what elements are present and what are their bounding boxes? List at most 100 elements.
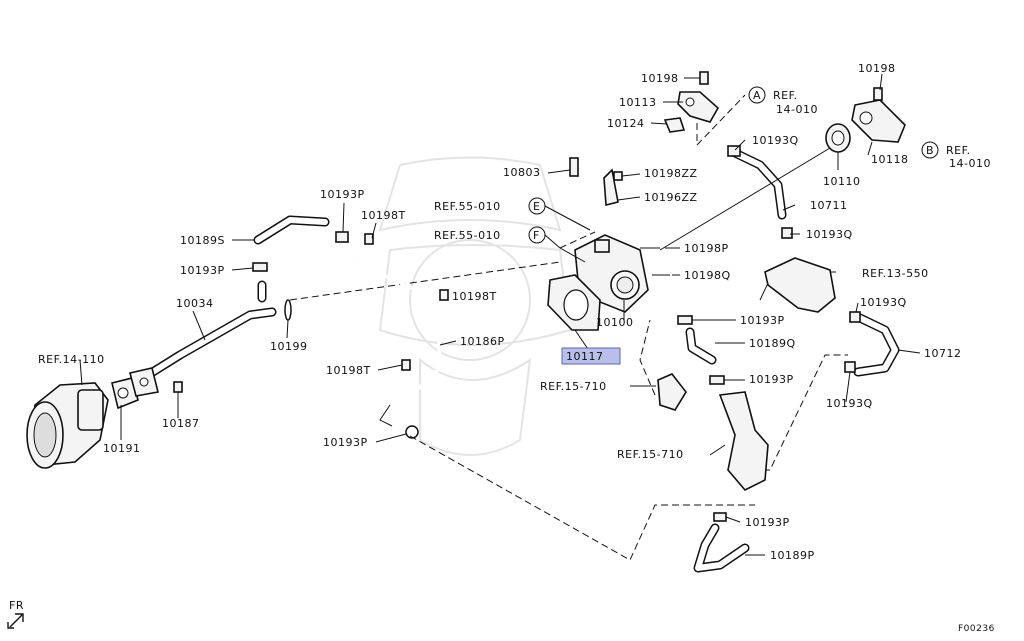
bolt-10187[interactable] bbox=[173, 381, 183, 393]
hose-10189p[interactable] bbox=[693, 523, 750, 573]
bracket-10196zz[interactable] bbox=[603, 168, 619, 207]
clamp-10193p-b[interactable] bbox=[252, 262, 268, 272]
watermark-emblem bbox=[378, 156, 572, 456]
housing-10118[interactable] bbox=[851, 99, 906, 143]
pipe-10186p[interactable] bbox=[354, 260, 442, 427]
bolt-10198-b[interactable] bbox=[873, 87, 883, 101]
reference-labels: REF. 14-010 REF. 14-010 REF.55-010 REF.5… bbox=[38, 89, 991, 461]
ref-label-b-sub[interactable]: 14-010 bbox=[949, 157, 991, 170]
label-10193q-a[interactable]: 10193Q bbox=[752, 134, 799, 147]
ref-label-15-710-a[interactable]: REF.15-710 bbox=[540, 380, 607, 393]
clamp-10193q-d[interactable] bbox=[844, 361, 856, 373]
ref-label-a[interactable]: REF. bbox=[773, 89, 798, 102]
water-outlet-10113[interactable] bbox=[677, 91, 720, 123]
part-labels: 10198 10113 10124 10193Q 10198 10118 101… bbox=[103, 62, 962, 562]
label-10198zz[interactable]: 10198ZZ bbox=[644, 167, 698, 180]
clamp-10193q-b[interactable] bbox=[781, 227, 793, 239]
label-10193p-c[interactable]: 10193P bbox=[740, 314, 785, 327]
gasket-10117[interactable] bbox=[547, 274, 601, 331]
label-10199[interactable]: 10199 bbox=[270, 340, 308, 353]
part-ref-15-710-a[interactable] bbox=[657, 373, 687, 411]
highlight-box-10117[interactable] bbox=[561, 347, 621, 365]
label-10117[interactable]: 10117 bbox=[566, 350, 604, 363]
label-10034[interactable]: 10034 bbox=[176, 297, 214, 310]
bolt-10198-a[interactable] bbox=[699, 71, 709, 85]
label-10193q-b[interactable]: 10193Q bbox=[806, 228, 853, 241]
part-ref-15-710-b[interactable] bbox=[718, 391, 769, 491]
thermostat-10110[interactable] bbox=[825, 123, 851, 153]
water-pump-assembly[interactable] bbox=[26, 377, 139, 469]
ref-label-14-110[interactable]: REF.14-110 bbox=[38, 353, 105, 366]
ref-label-a-sub[interactable]: 14-010 bbox=[776, 103, 818, 116]
svg-text:E: E bbox=[533, 200, 540, 213]
gasket-10124[interactable] bbox=[663, 117, 686, 133]
ref-label-55-010-f[interactable]: REF.55-010 bbox=[434, 229, 501, 242]
label-10193p-e[interactable]: 10193P bbox=[323, 436, 368, 449]
pipe-10034[interactable] bbox=[129, 280, 277, 397]
bolt-10198t-b[interactable] bbox=[439, 289, 449, 301]
clamp-10193q-c[interactable] bbox=[849, 311, 861, 323]
part-ref-13-550[interactable] bbox=[764, 257, 836, 313]
label-10110[interactable]: 10110 bbox=[823, 175, 861, 188]
label-10198-b[interactable]: 10198 bbox=[858, 62, 896, 75]
leader-f bbox=[544, 234, 561, 249]
diagram-code: F00236 bbox=[958, 624, 995, 634]
label-10711[interactable]: 10711 bbox=[810, 199, 848, 212]
label-10193p-f[interactable]: 10193P bbox=[745, 516, 790, 529]
dashed-leaders bbox=[289, 94, 848, 561]
label-10100[interactable]: 10100 bbox=[596, 316, 634, 329]
hose-10189s[interactable] bbox=[253, 215, 330, 245]
front-marker: FR bbox=[7, 599, 24, 629]
label-10198p[interactable]: 10198P bbox=[684, 242, 729, 255]
hose-10711[interactable] bbox=[728, 147, 787, 220]
hose-10189q[interactable] bbox=[685, 327, 717, 365]
label-10191[interactable]: 10191 bbox=[103, 442, 141, 455]
clamp-10193p-d[interactable] bbox=[709, 375, 725, 385]
label-10193q-d[interactable]: 10193Q bbox=[826, 397, 873, 410]
label-10193p-d[interactable]: 10193P bbox=[749, 373, 794, 386]
label-10193p-b[interactable]: 10193P bbox=[180, 264, 225, 277]
label-10193p-a[interactable]: 10193P bbox=[320, 188, 365, 201]
clamp-10193p-f[interactable] bbox=[713, 512, 727, 522]
ref-label-55-010-e[interactable]: REF.55-010 bbox=[434, 200, 501, 213]
ref-label-13-550[interactable]: REF.13-550 bbox=[862, 267, 929, 280]
label-10198q[interactable]: 10198Q bbox=[684, 269, 731, 282]
label-10118[interactable]: 10118 bbox=[871, 153, 909, 166]
leader-e bbox=[544, 205, 591, 231]
label-10186p[interactable]: 10186P bbox=[460, 335, 505, 348]
label-10196zz[interactable]: 10196ZZ bbox=[644, 191, 698, 204]
label-10198t-a[interactable]: 10198T bbox=[361, 209, 406, 222]
link-line bbox=[659, 144, 836, 251]
svg-text:F: F bbox=[533, 229, 540, 242]
label-10124[interactable]: 10124 bbox=[607, 117, 645, 130]
ref-label-b[interactable]: REF. bbox=[946, 144, 971, 157]
label-10193q-c[interactable]: 10193Q bbox=[860, 296, 907, 309]
label-10198-a[interactable]: 10198 bbox=[641, 72, 679, 85]
sensor-10803[interactable] bbox=[569, 157, 579, 177]
bolt-10198zz[interactable] bbox=[613, 171, 623, 181]
bolt-10198t-a[interactable] bbox=[364, 233, 374, 245]
ref-letter-e: E bbox=[528, 197, 546, 215]
clamp-10193p-e[interactable] bbox=[405, 425, 419, 439]
o-ring-10199[interactable] bbox=[284, 299, 292, 321]
ref-label-15-710-b[interactable]: REF.15-710 bbox=[617, 448, 684, 461]
clamp-10193p-c[interactable] bbox=[677, 315, 693, 325]
label-10189s[interactable]: 10189S bbox=[180, 234, 225, 247]
label-10198t-c[interactable]: 10198T bbox=[326, 364, 371, 377]
clamp-10193p-a[interactable] bbox=[335, 231, 349, 243]
label-10189q[interactable]: 10189Q bbox=[749, 337, 796, 350]
label-10187[interactable]: 10187 bbox=[162, 417, 200, 430]
label-10113[interactable]: 10113 bbox=[619, 96, 657, 109]
hose-10712[interactable] bbox=[853, 313, 900, 377]
label-10803[interactable]: 10803 bbox=[503, 166, 541, 179]
ref-letter-b: B bbox=[921, 141, 939, 159]
leader-lines bbox=[79, 73, 921, 556]
clamp-10193q-a[interactable] bbox=[727, 145, 741, 157]
bolt-10198t-c[interactable] bbox=[401, 359, 411, 371]
label-10198t-b[interactable]: 10198T bbox=[452, 290, 497, 303]
svg-text:A: A bbox=[753, 89, 761, 102]
label-10189p[interactable]: 10189P bbox=[770, 549, 815, 562]
ref-letter-a: A bbox=[748, 86, 766, 104]
label-10712[interactable]: 10712 bbox=[924, 347, 962, 360]
